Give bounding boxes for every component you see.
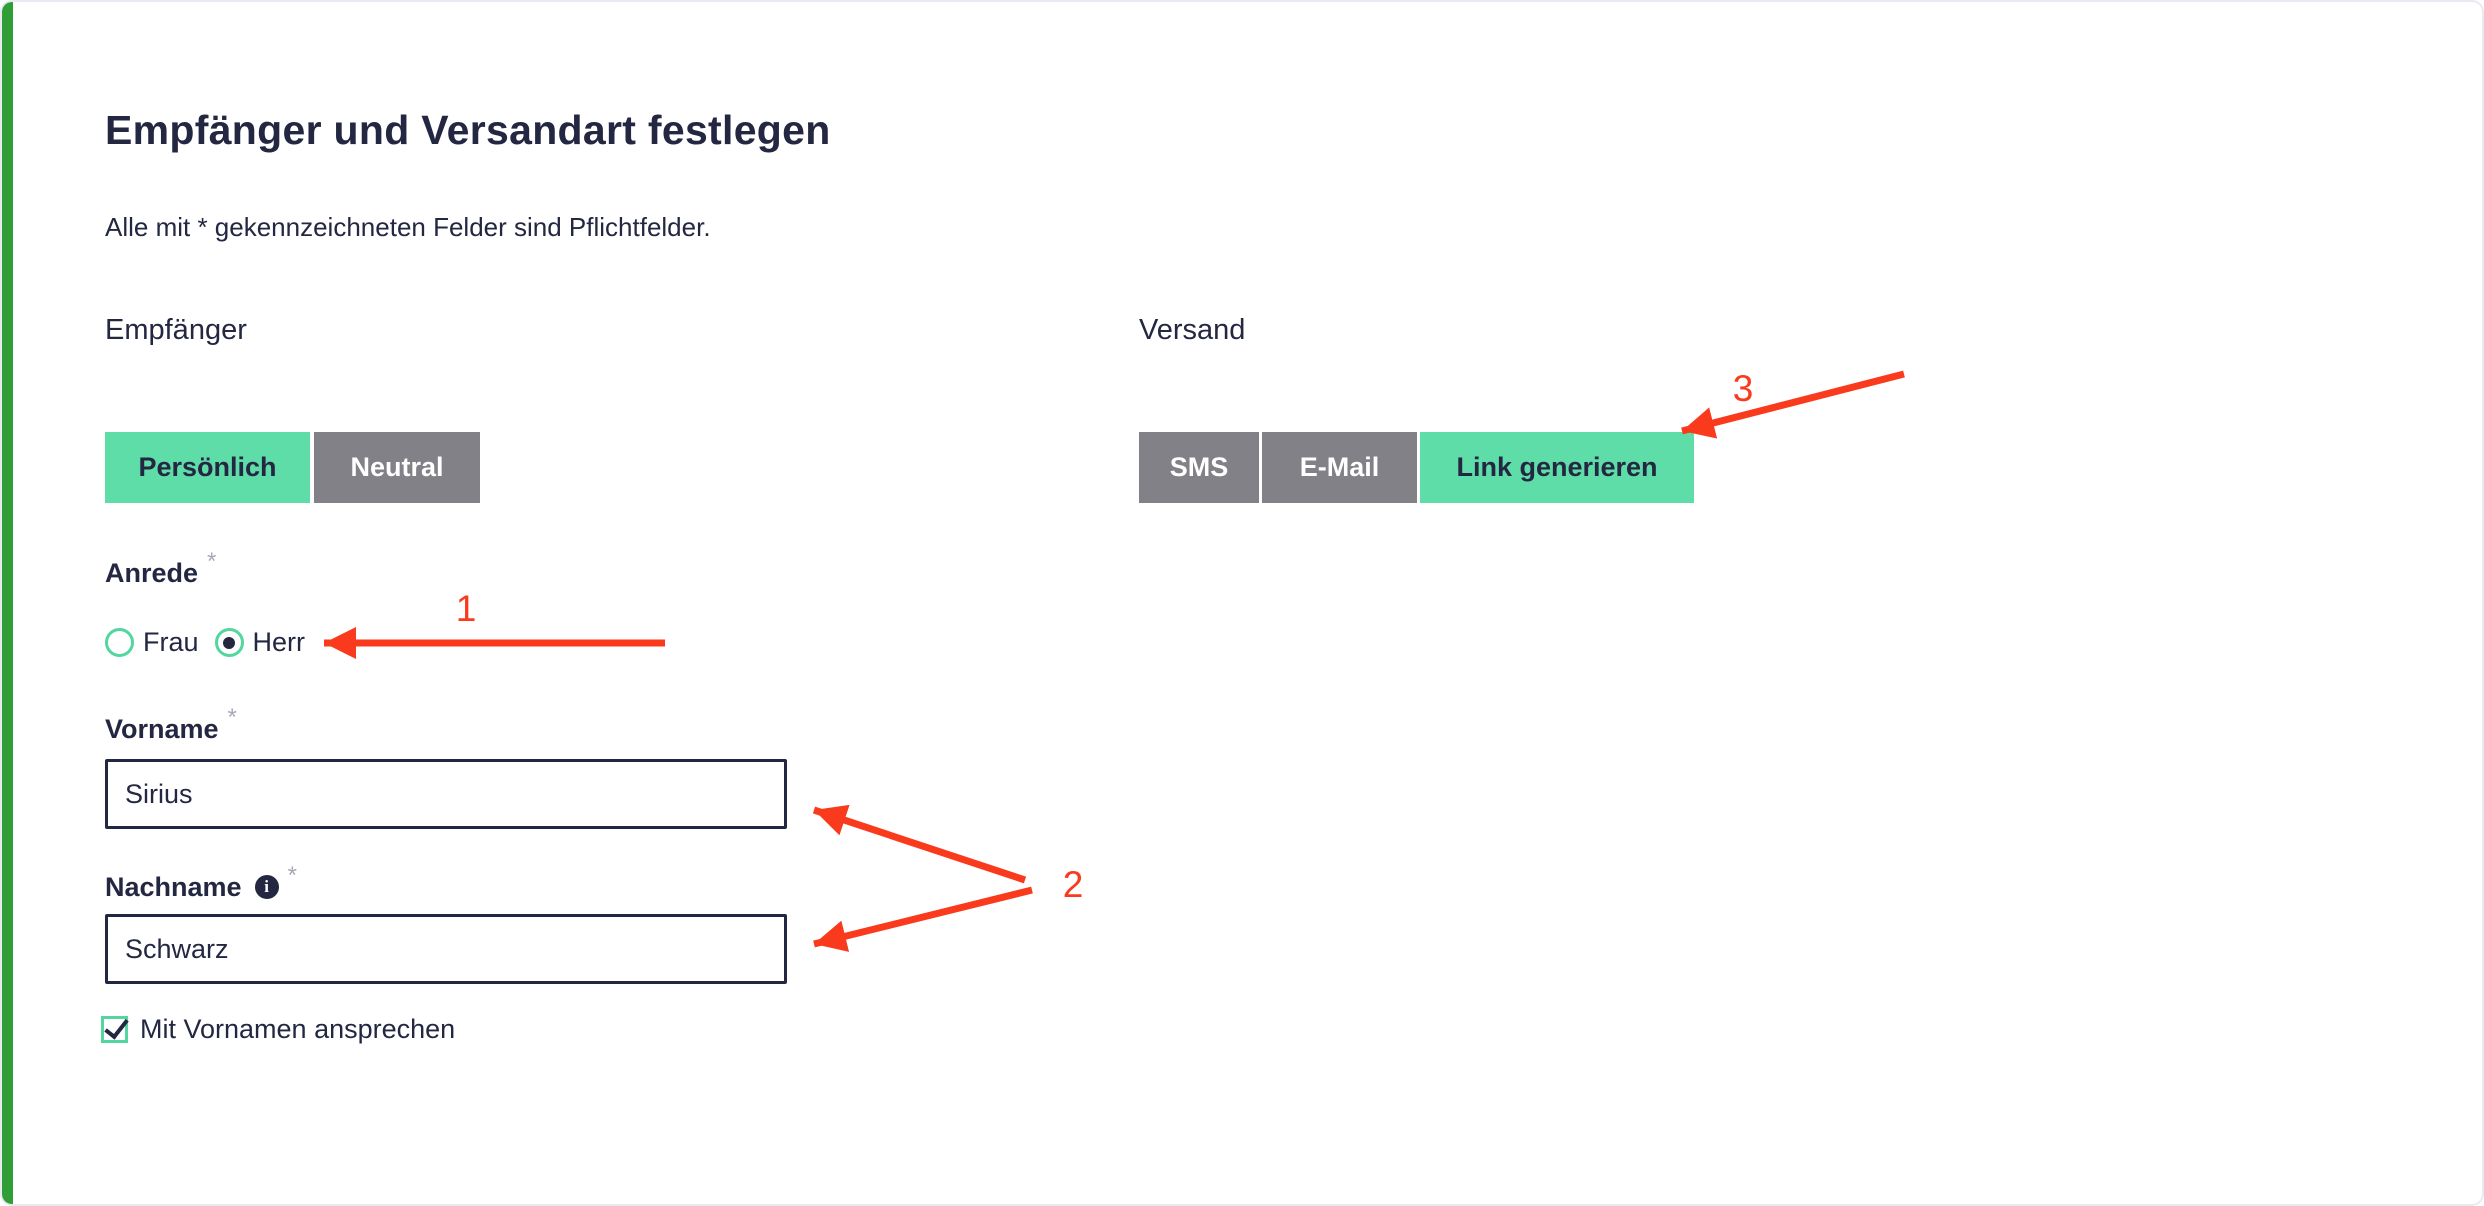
- radio-option-herr[interactable]: Herr: [214, 627, 306, 658]
- method-option-link-generieren[interactable]: Link generieren: [1420, 432, 1694, 503]
- tone-option-neutral[interactable]: Neutral: [314, 432, 480, 503]
- salutation-label-text: Anrede: [105, 558, 199, 588]
- shipping-method-toggle: SMS E-Mail Link generieren: [1139, 432, 1694, 503]
- green-accent-bar: [2, 2, 13, 1204]
- radio-selected-icon: [214, 628, 244, 657]
- annotation-number-3: 3: [1732, 368, 1754, 409]
- radio-label-herr: Herr: [252, 627, 306, 657]
- annotation-number-1: 1: [455, 588, 477, 629]
- arrow-2-to-nachname: [813, 886, 1033, 952]
- radio-option-frau[interactable]: Frau: [105, 627, 199, 658]
- checkbox-checked-icon[interactable]: [101, 1016, 128, 1043]
- info-icon[interactable]: [254, 875, 279, 899]
- required-asterisk: *: [287, 862, 297, 889]
- first-name-label: Vorname *: [105, 704, 237, 745]
- tone-toggle: Persönlich Neutral: [105, 432, 480, 503]
- required-fields-note: Alle mit * gekennzeichneten Felder sind …: [105, 212, 711, 242]
- page-title: Empfänger und Versandart festlegen: [105, 107, 831, 154]
- annotation-number-2: 2: [1062, 864, 1084, 905]
- required-asterisk: *: [207, 548, 217, 575]
- first-name-label-text: Vorname: [105, 714, 219, 744]
- last-name-label-text: Nachname: [105, 872, 242, 902]
- last-name-input[interactable]: [105, 914, 787, 984]
- method-option-sms[interactable]: SMS: [1139, 432, 1259, 503]
- radio-icon: [105, 628, 134, 657]
- salutation-label: Anrede *: [105, 548, 216, 589]
- section-label-versand: Versand: [1139, 314, 1246, 346]
- method-option-email[interactable]: E-Mail: [1262, 432, 1417, 503]
- arrow-2-to-vorname: [812, 804, 1027, 884]
- last-name-label: Nachname *: [105, 862, 297, 903]
- required-asterisk: *: [227, 704, 237, 731]
- use-first-name-checkbox-row[interactable]: Mit Vornamen ansprechen: [101, 1014, 455, 1045]
- arrow-3-to-link-generieren: [1681, 370, 1905, 439]
- radio-label-frau: Frau: [143, 627, 199, 657]
- salutation-radio-group: Frau Herr: [105, 627, 305, 658]
- tone-option-persoenlich[interactable]: Persönlich: [105, 432, 310, 503]
- section-label-empfaenger: Empfänger: [105, 314, 247, 346]
- use-first-name-checkbox-label: Mit Vornamen ansprechen: [140, 1014, 456, 1044]
- first-name-input[interactable]: [105, 759, 787, 829]
